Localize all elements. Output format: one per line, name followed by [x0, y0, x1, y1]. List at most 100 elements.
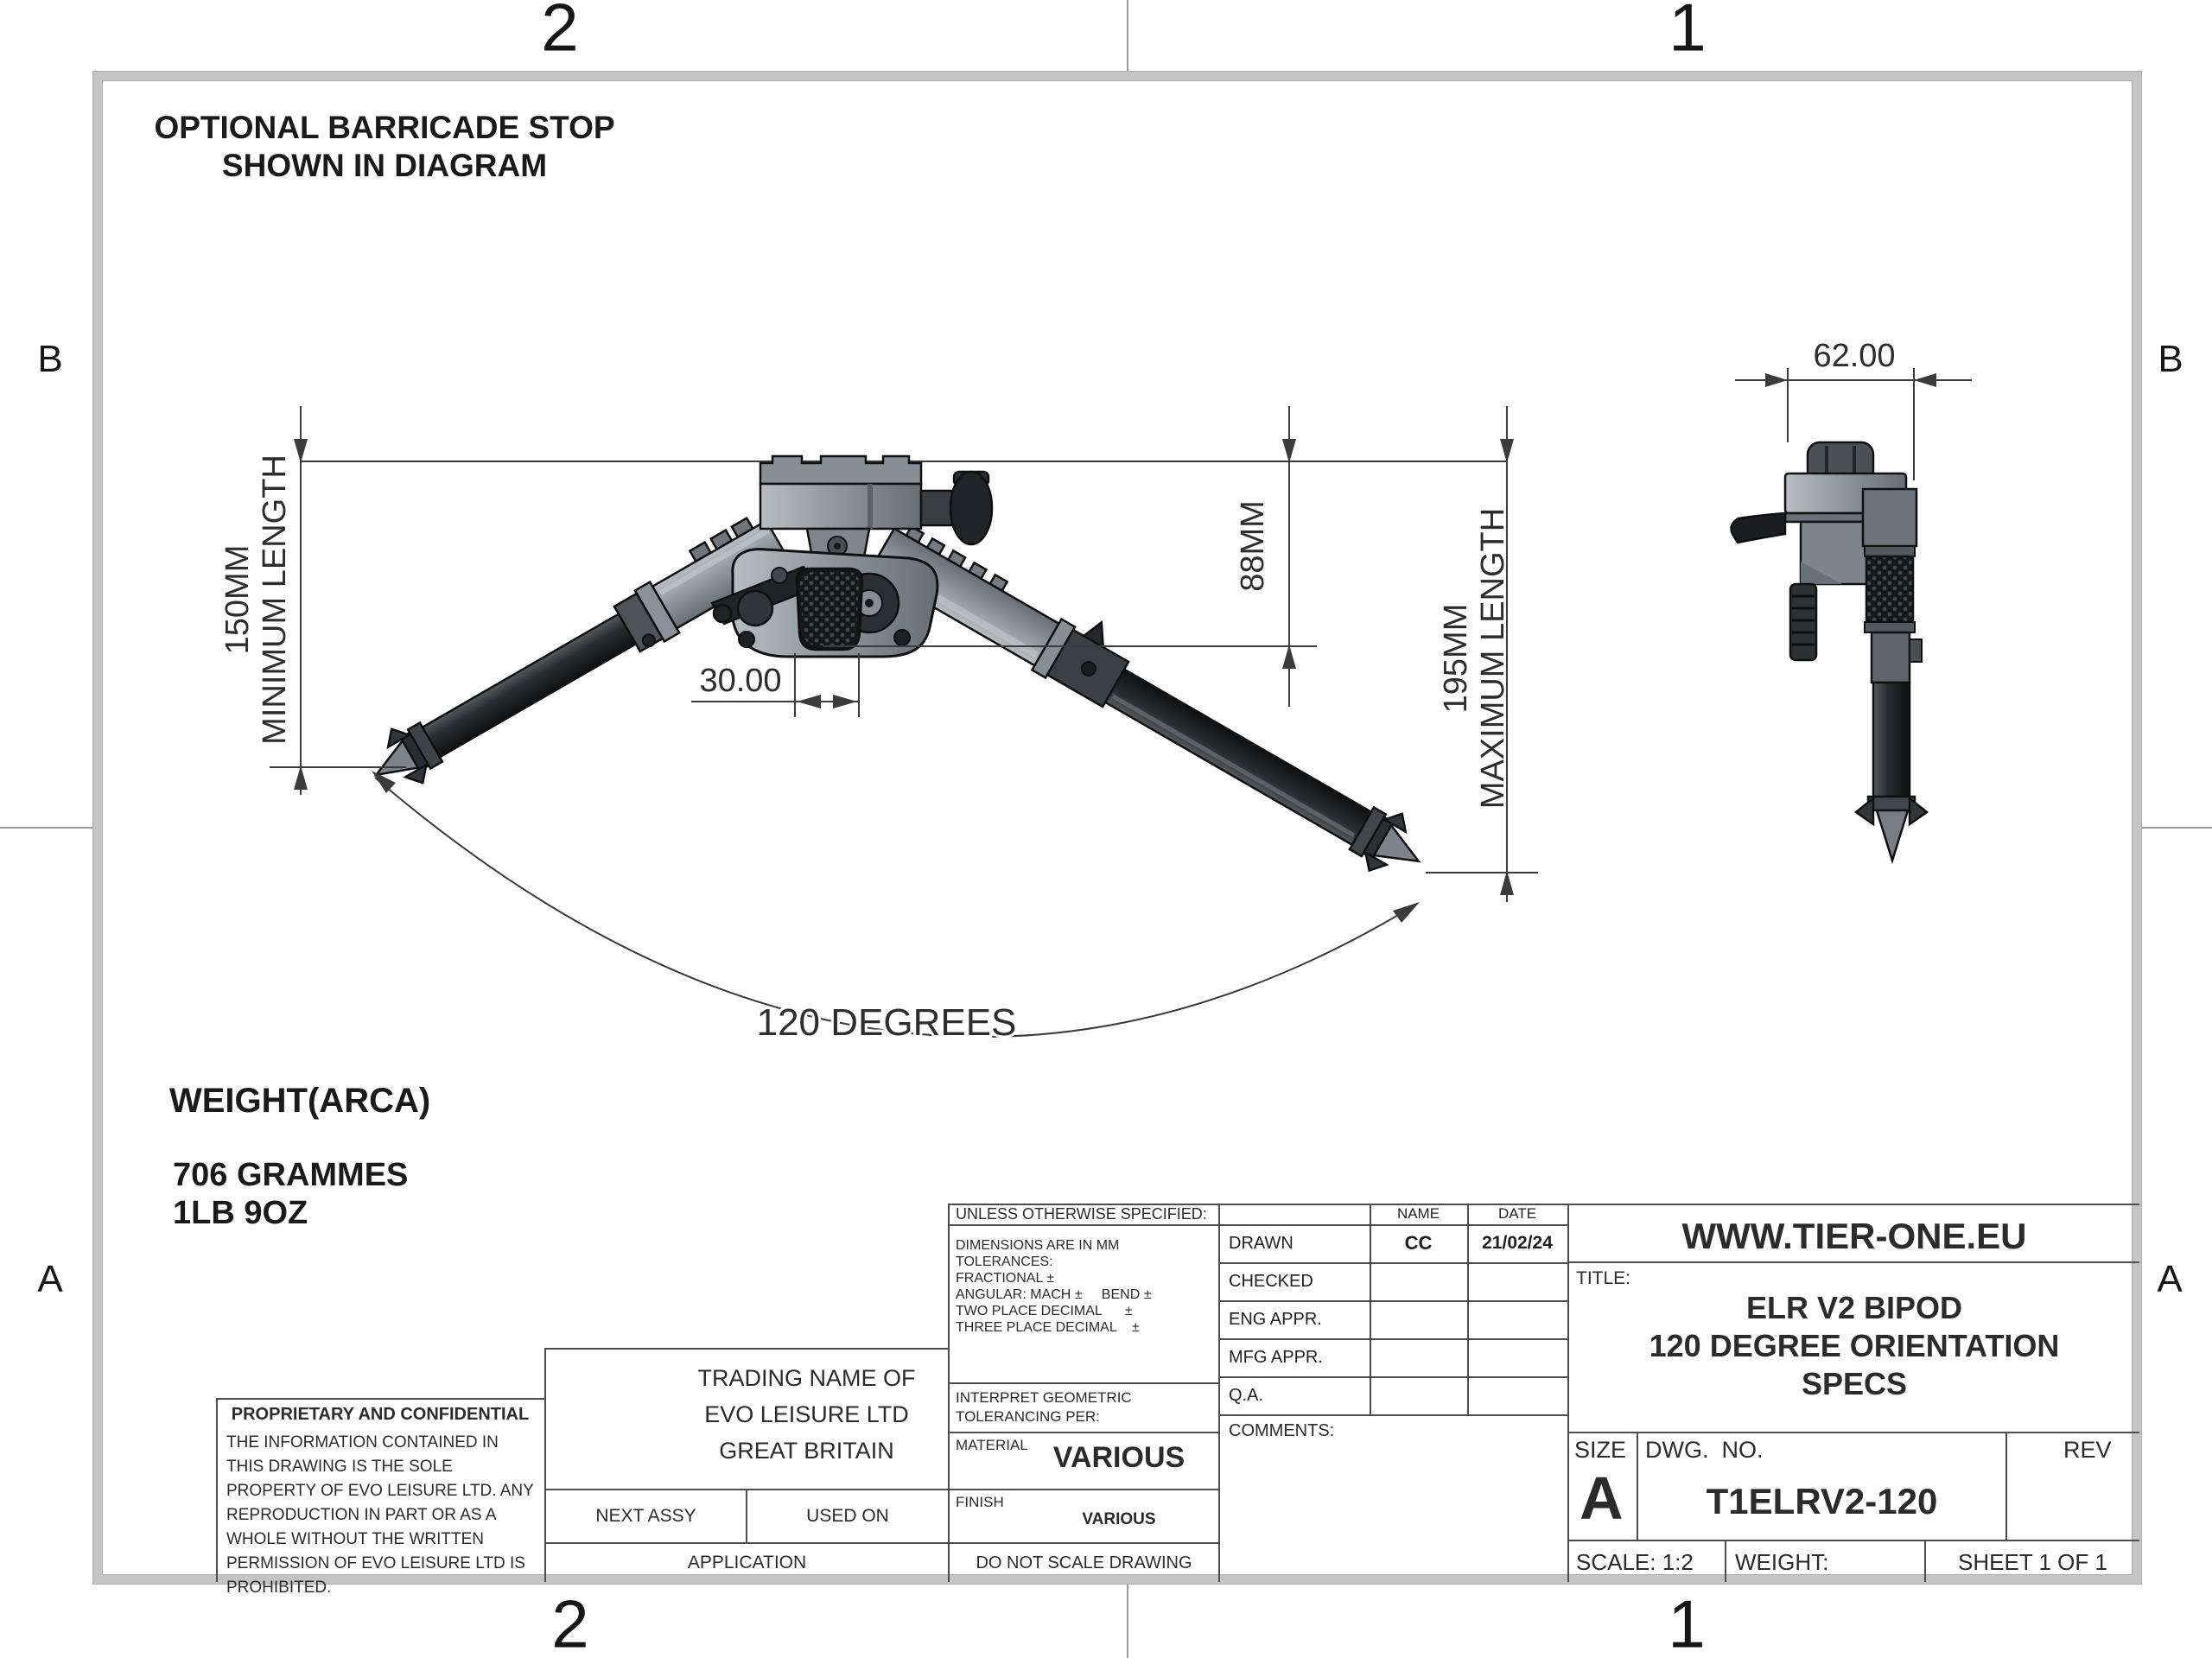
side-leg-bracket [1861, 487, 1918, 548]
approval-row-qa: Q.A. [1220, 1376, 1567, 1414]
spec-lines: DIMENSIONS ARE IN MM TOLERANCES: FRACTIO… [956, 1237, 1151, 1336]
titleblock-line [948, 1204, 950, 1582]
titleblock-line [216, 1398, 544, 1400]
titleblock-line [1467, 1204, 1469, 1414]
barricade-note: OPTIONAL BARRICADE STOP SHOWN IN DIAGRAM [130, 109, 639, 185]
zone-label-bottom-2: 2 [551, 1585, 589, 1658]
weight-imperial: 1LB 9OZ [173, 1195, 308, 1231]
titleblock-line [1725, 1540, 1726, 1582]
title-label: TITLE: [1576, 1268, 1631, 1288]
company-line1: TRADING NAME OF [697, 1365, 916, 1391]
titleblock-line [1567, 1204, 1569, 1582]
name-header: NAME [1396, 1205, 1440, 1222]
proprietary-title: PROPRIETARY AND CONFIDENTIAL [231, 1405, 530, 1424]
interpret-line2: TOLERANCING PER: [956, 1408, 1100, 1425]
spec-line: TOLERANCES: [956, 1255, 1053, 1269]
approval-label: CHECKED [1229, 1271, 1313, 1291]
zone-tick-bottom [1127, 1584, 1128, 1658]
weight-metric: 706 GRAMMES [173, 1157, 409, 1193]
spec-line: FRACTIONAL ± [956, 1271, 1054, 1286]
sheet-cell: SHEET 1 OF 1 [1958, 1549, 2107, 1575]
titleblock-line [1924, 1540, 1926, 1582]
zone-label-top-2: 2 [541, 0, 579, 66]
weight-title: WEIGHT(ARCA) [169, 1082, 431, 1120]
titleblock-line [948, 1204, 2139, 1205]
company-line3: GREAT BRITAIN [719, 1438, 894, 1464]
barricade-note-line1: OPTIONAL BARRICADE STOP [154, 110, 615, 145]
titleblock-line [948, 1432, 1218, 1433]
approval-row-eng: ENG APPR. [1220, 1300, 1567, 1338]
spec-line: DIMENSIONS ARE IN MM [956, 1238, 1120, 1253]
clamp-knob [949, 470, 994, 546]
dim-max-value: 195MM [1438, 604, 1474, 714]
zone-label-right-B: B [2158, 338, 2183, 380]
titleblock-line [1218, 1338, 1567, 1340]
side-knurl-strip [1789, 582, 1818, 662]
dim-max-label: MAXIMUM LENGTH [1475, 508, 1511, 809]
dim-stop-height: 88MM [1235, 500, 1271, 592]
titleblock-line [948, 1382, 1218, 1384]
used-on-cell: USED ON [806, 1506, 889, 1526]
dim-stop-offset: 30.00 [699, 663, 781, 699]
titleblock-line [948, 1224, 1567, 1226]
side-tube [1872, 681, 1911, 798]
bipod-left-leg [373, 516, 792, 785]
titleblock-line [1370, 1204, 1371, 1414]
drawing-frame [93, 72, 2141, 1584]
company-line2: EVO LEISURE LTD [704, 1401, 909, 1427]
bipod-front-view [373, 454, 1421, 873]
bipod-side-view [1730, 441, 1929, 865]
material-label: MATERIAL [956, 1437, 1028, 1453]
titleblock-line [2005, 1432, 2007, 1540]
size-value: A [1580, 1464, 1624, 1532]
rev-label: REV [2063, 1437, 2112, 1463]
dimension-graphics [270, 368, 1972, 1039]
finish-label: FINISH [956, 1494, 1004, 1510]
spec-line: TWO PLACE DECIMAL ± [956, 1304, 1133, 1318]
approval-row-mfg: MFG APPR. [1220, 1338, 1567, 1376]
dim-leg-angle: 120 DEGREES [757, 1001, 1017, 1044]
approval-label: Q.A. [1229, 1385, 1264, 1405]
spec-line: ANGULAR: MACH ± BEND ± [956, 1287, 1152, 1302]
approval-label: DRAWN [1229, 1233, 1294, 1253]
approval-row-drawn: DRAWN CC 21/02/24 [1220, 1224, 1567, 1262]
title-line2: 120 DEGREE ORIENTATION [1649, 1328, 2060, 1363]
spec-line: THREE PLACE DECIMAL ± [956, 1320, 1140, 1335]
zone-tick-left [0, 827, 93, 829]
zone-label-left-A: A [37, 1258, 63, 1300]
weight-cell: WEIGHT: [1735, 1549, 1829, 1575]
dim-min-value: 150MM [219, 545, 256, 655]
interpret-line1: INTERPRET GEOMETRIC [956, 1389, 1132, 1406]
approvals-header: NAME DATE [1220, 1204, 1567, 1224]
titleblock-line [544, 1348, 546, 1582]
titleblock-line [1567, 1261, 2139, 1263]
titleblock-line [544, 1542, 1218, 1544]
titleblock-line [1218, 1300, 1567, 1302]
dwg-no-value: T1ELRV2-120 [1706, 1481, 1938, 1521]
scale-cell: SCALE: 1:2 [1576, 1549, 1694, 1575]
barricade-stop-knurl [800, 572, 859, 645]
date-header: DATE [1497, 1205, 1537, 1222]
finish-value: VARIOUS [1082, 1510, 1156, 1528]
titleblock-line [1218, 1414, 1567, 1416]
approval-date: 21/02/24 [1482, 1233, 1553, 1253]
titleblock-line [1218, 1262, 1567, 1264]
barricade-note-line2: SHOWN IN DIAGRAM [221, 148, 548, 183]
title-line3: SPECS [1801, 1366, 1908, 1401]
titleblock-line [1218, 1376, 1567, 1378]
bipod-right-leg [868, 524, 1421, 873]
clamp-knob-shaft [919, 489, 954, 527]
dim-min-label: MINIMUM LENGTH [257, 454, 293, 745]
next-assy-cell: NEXT ASSY [595, 1506, 696, 1526]
zone-label-top-1: 1 [1669, 0, 1707, 66]
side-lock-cylinder [1865, 555, 1915, 624]
zone-label-left-B: B [37, 338, 63, 380]
bipod-head [710, 454, 994, 658]
material-value: VARIOUS [1052, 1441, 1185, 1474]
side-lever [1730, 511, 1787, 544]
titleblock-line [1567, 1432, 2139, 1433]
size-label: SIZE [1574, 1437, 1627, 1463]
website: WWW.TIER-ONE.EU [1681, 1216, 2027, 1256]
